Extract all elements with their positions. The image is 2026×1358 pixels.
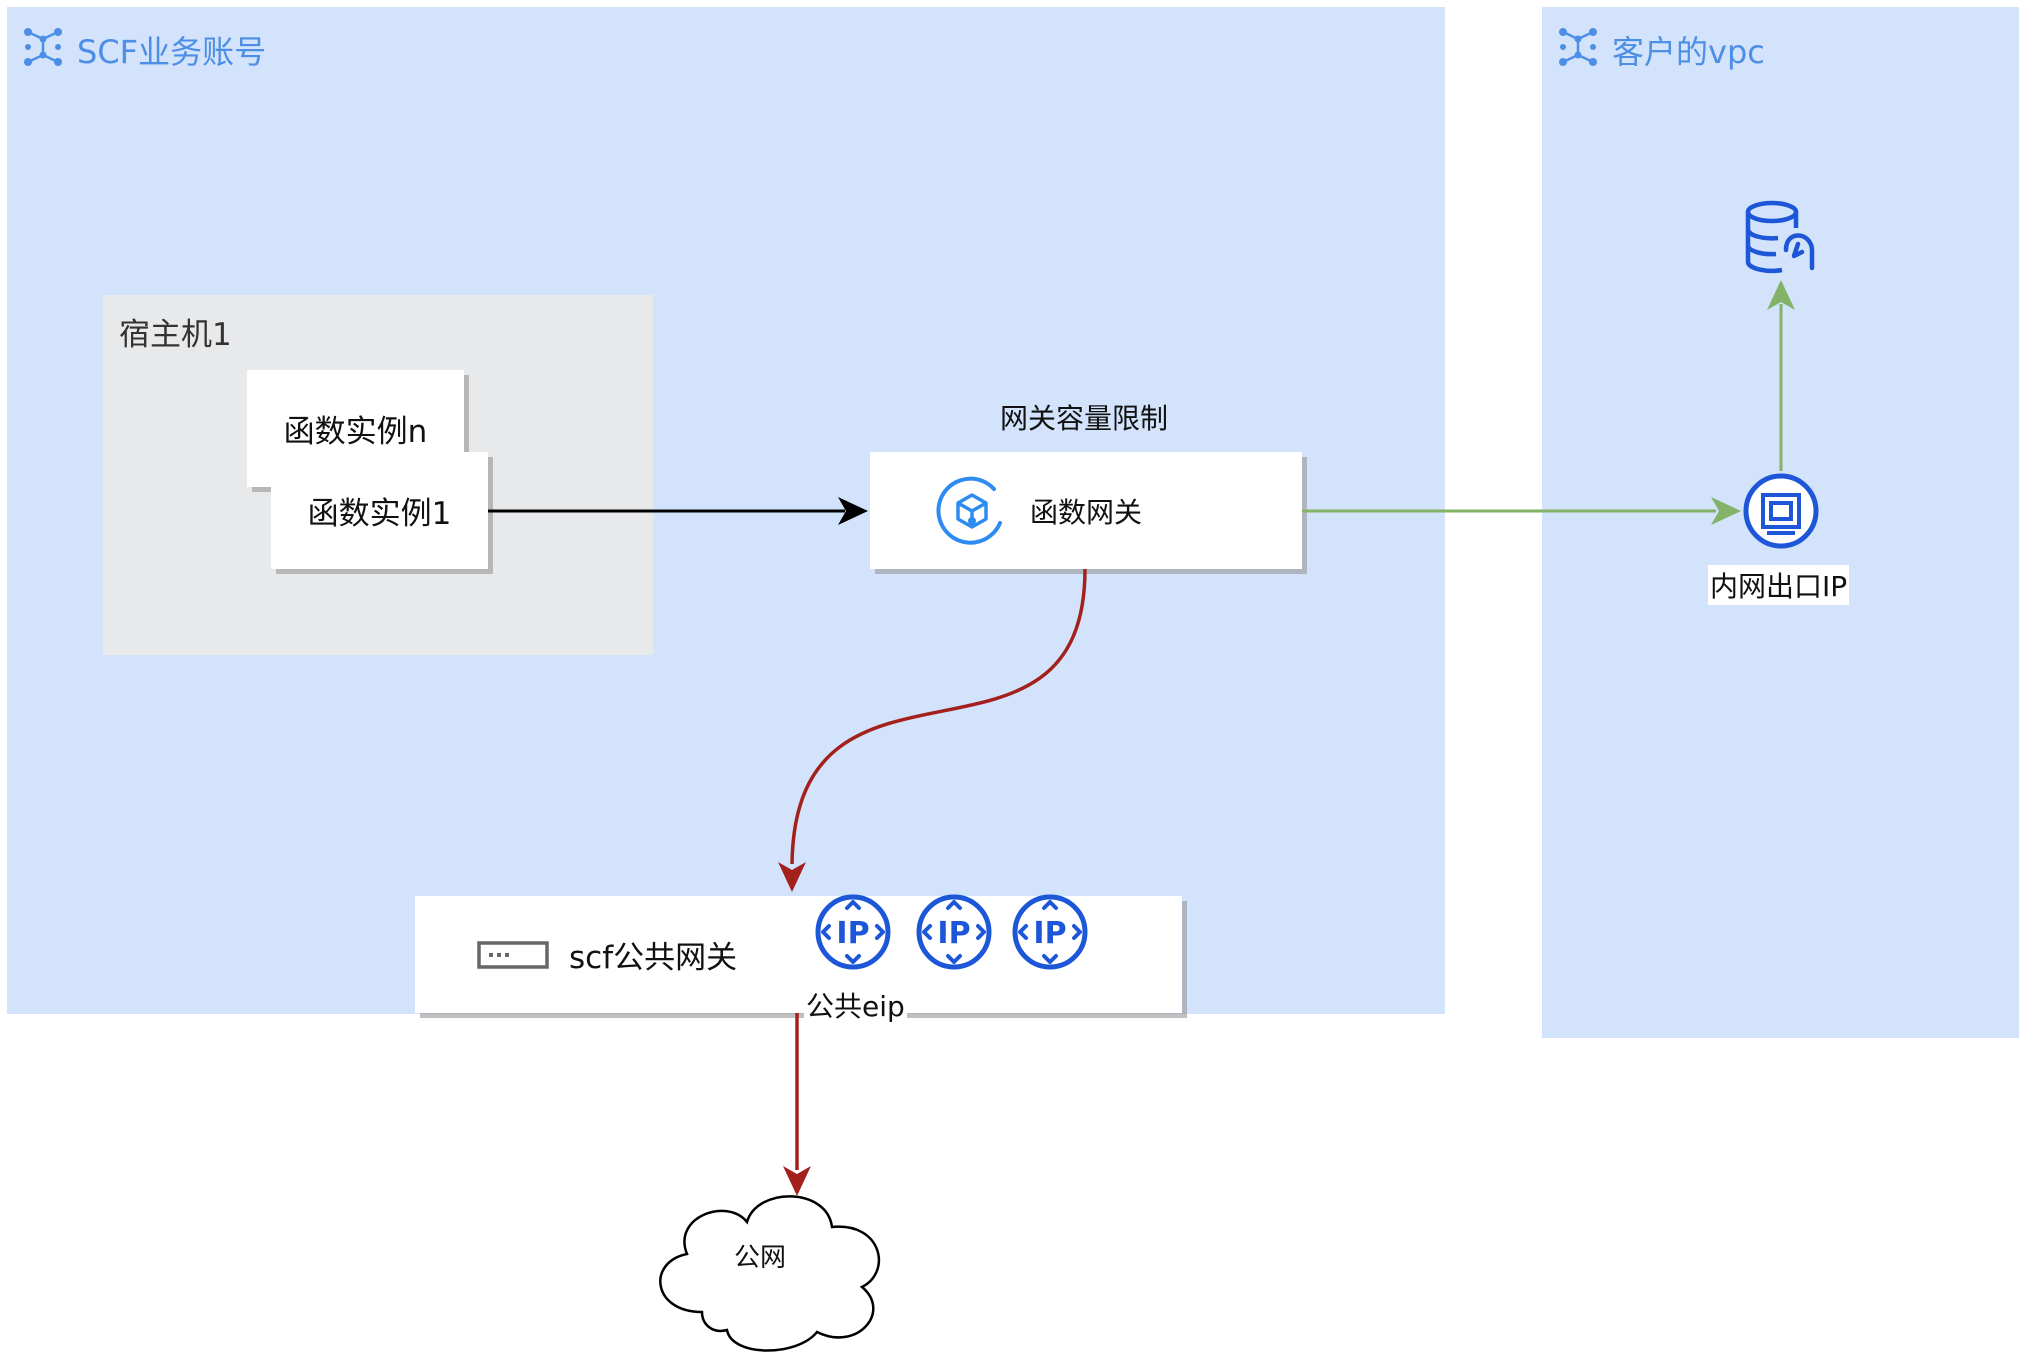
gateway-capacity-caption: 网关容量限制 [1000, 402, 1169, 435]
function-gateway-icon [936, 476, 1002, 545]
function-gateway-label: 函数网关 [1030, 495, 1143, 529]
scf-public-gateway-label: scf公共网关 [569, 940, 738, 976]
arrow-egress-ip-to-database [1767, 280, 1795, 471]
network-interface-icon [1743, 473, 1819, 549]
network-nodes-icon [24, 28, 62, 66]
public-eip-label: 公共eip [804, 985, 907, 1025]
ip-address-icon: IP [1012, 894, 1088, 970]
internet-label: 公网 [734, 1243, 787, 1273]
scf-account-title: SCF业务账号 [24, 27, 267, 73]
function-instance-1[interactable]: 函数实例1 [271, 452, 488, 569]
customer-vpc-title: 客户的vpc [1559, 27, 1765, 73]
function-instance-n-label: 函数实例n [283, 414, 428, 450]
egress-ip-label: 内网出口IP [1708, 565, 1850, 605]
arrow-gateway-to-public-gateway [778, 568, 1087, 892]
database-icon [1745, 200, 1815, 274]
arrow-public-gateway-to-internet [783, 1013, 811, 1196]
arrow-gateway-to-egress-ip [1302, 497, 1741, 525]
customer-vpc-title-text: 客户的vpc [1612, 33, 1765, 71]
arrow-instance-to-gateway [488, 497, 868, 525]
ip-address-icon: IP [815, 894, 891, 970]
ip-address-icon: IP [916, 894, 992, 970]
scf-account-title-text: SCF业务账号 [77, 33, 267, 71]
host-machine-label: 宿主机1 [119, 317, 232, 353]
svg-text:IP: IP [836, 916, 869, 951]
svg-text:IP: IP [1033, 916, 1066, 951]
internet-cloud [659, 1195, 880, 1352]
function-instance-1-label: 函数实例1 [307, 496, 452, 532]
switch-icon [477, 940, 549, 969]
svg-text:IP: IP [937, 916, 970, 951]
network-nodes-icon [1559, 28, 1597, 66]
function-gateway[interactable]: 函数网关 [870, 452, 1302, 569]
